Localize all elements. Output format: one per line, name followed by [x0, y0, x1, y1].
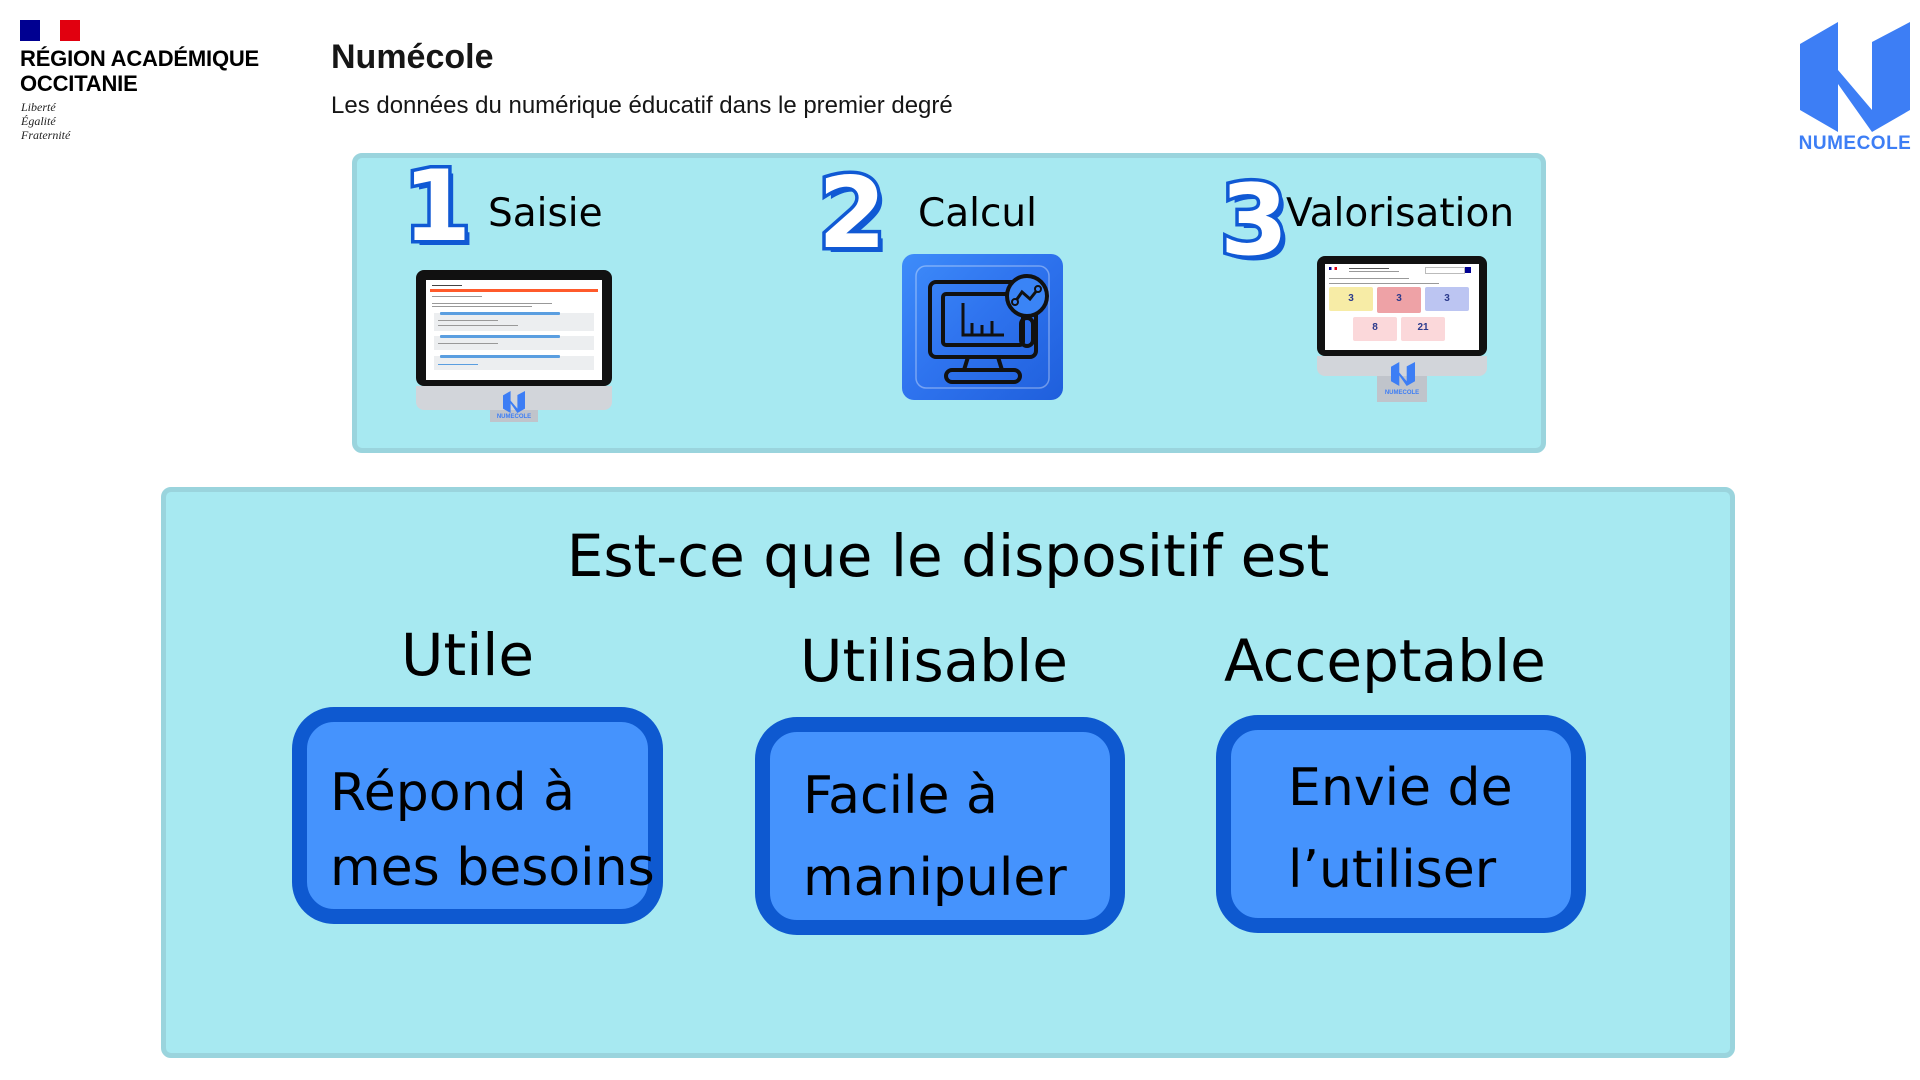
institution-line-1: RÉGION ACADÉMIQUE [20, 46, 260, 71]
republic-motto: Liberté Égalité Fraternité [21, 100, 70, 142]
dashboard-card: 8 [1353, 317, 1397, 341]
step-3-label: Valorisation [1286, 191, 1515, 236]
saisie-monitor-illustration: NUMECOLE [416, 270, 612, 428]
criterion-desc-acceptable-2: l’utiliser [1288, 840, 1497, 900]
monitor-logo-text: NUMECOLE [496, 414, 532, 420]
criterion-desc-utile-1: Répond à [330, 763, 575, 823]
motto-egalite: Égalité [21, 114, 56, 128]
step-2-number: 2 [814, 157, 889, 271]
dashboard-card: 21 [1401, 317, 1445, 341]
dashboard-screenshot: 3 3 3 8 21 [1325, 264, 1479, 350]
step-1-number: 1 [399, 150, 474, 264]
criterion-title-utile: Utile [401, 621, 535, 689]
criterion-desc-utilisable-1: Facile à [803, 766, 998, 826]
dashboard-card: 3 [1425, 287, 1469, 311]
monitor-logo-text: NUMECOLE [1384, 390, 1420, 396]
criterion-desc-acceptable-1: Envie de [1288, 758, 1513, 818]
marianne-flag-icon [20, 20, 80, 41]
criterion-box-utile [292, 707, 663, 924]
evaluation-question: Est-ce que le dispositif est [566, 522, 1330, 590]
institution-name: RÉGION ACADÉMIQUE OCCITANIE [20, 46, 259, 96]
numecole-mini-logo-icon [1391, 362, 1415, 386]
page-title: Numécole [331, 38, 494, 76]
motto-fraternite: Fraternité [21, 128, 71, 142]
criterion-title-acceptable: Acceptable [1224, 627, 1546, 695]
criterion-desc-utilisable-2: manipuler [803, 848, 1067, 908]
dashboard-card: 3 [1329, 287, 1373, 311]
valorisation-monitor-illustration: 3 3 3 8 21 NUMECOLE [1317, 256, 1487, 408]
numecole-logo-text: NUMECOLE [1798, 133, 1912, 154]
step-2-label: Calcul [918, 191, 1037, 236]
step-1-label: Saisie [488, 191, 603, 236]
page-subtitle: Les données du numérique éducatif dans l… [331, 92, 953, 119]
criterion-box-utilisable [755, 717, 1125, 935]
criterion-box-acceptable [1216, 715, 1586, 933]
criterion-desc-utile-2: mes besoins [330, 838, 655, 898]
computer-analytics-icon [902, 254, 1063, 400]
dashboard-card: 3 [1377, 287, 1421, 313]
step-3-number: 3 [1216, 164, 1291, 278]
form-screenshot [426, 280, 602, 380]
numecole-n-logo-icon [1800, 22, 1910, 132]
motto-liberte: Liberté [21, 100, 56, 114]
numecole-mini-logo-icon [503, 391, 525, 413]
criterion-title-utilisable: Utilisable [800, 627, 1068, 695]
institution-line-2: OCCITANIE [20, 71, 138, 96]
